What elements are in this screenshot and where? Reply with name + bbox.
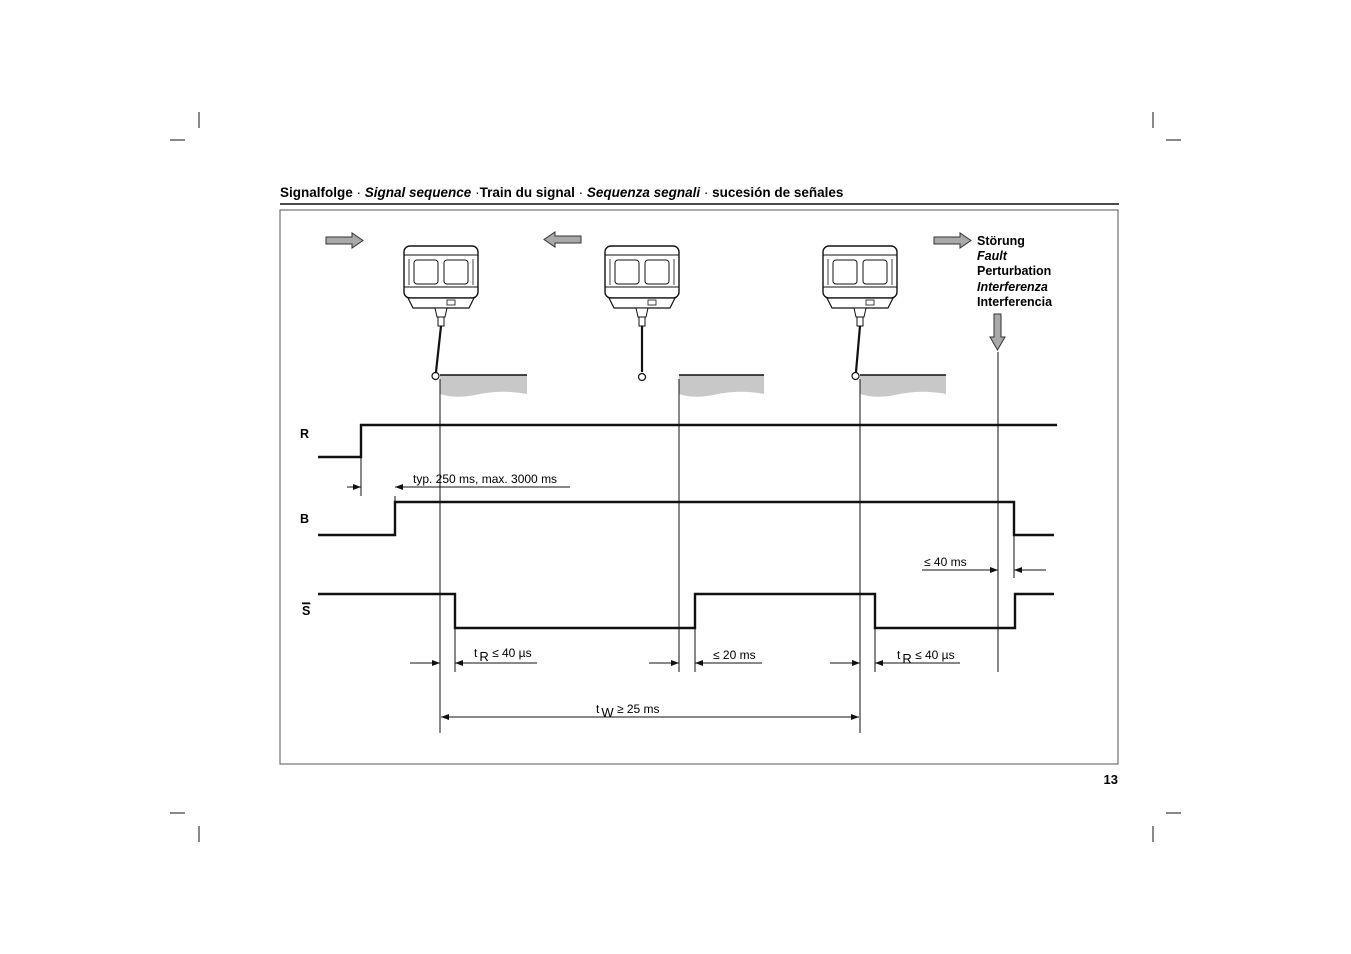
header-fr: Train du signal: [480, 185, 575, 200]
fault-label-de: Störung: [977, 234, 1025, 248]
tw-value: ≥ 25 ms: [614, 702, 660, 716]
tr-value: ≤ 40 µs: [489, 646, 532, 660]
probe-icon: [403, 245, 479, 381]
timing-ticks: [360, 457, 1015, 672]
tw-prefix: t: [596, 702, 600, 716]
signal-label-b: B: [300, 512, 309, 526]
page-header: Signalfolge · Signal sequence ·Train du …: [280, 185, 843, 200]
reset-delay-label: ≤ 20 ms: [713, 648, 756, 662]
left-arrow-icon: [543, 231, 582, 248]
workpiece: [860, 374, 946, 397]
crop-marks: [170, 112, 1181, 842]
header-sep: ·: [471, 185, 479, 200]
tr-prefix: t: [474, 646, 478, 660]
header-it: Sequenza segnali: [587, 185, 701, 200]
waveform-s: [318, 592, 1054, 630]
fault-label-fr: Perturbation: [977, 264, 1051, 278]
tr-sub: R: [479, 649, 488, 664]
fault-delay-label: ≤ 40 ms: [924, 555, 967, 569]
header-sep: ·: [353, 185, 365, 200]
waveform-r: [318, 423, 1057, 459]
right-arrow-icon: [933, 232, 972, 249]
tr-sub: R: [902, 651, 911, 666]
header-de: Signalfolge: [280, 185, 353, 200]
workpiece: [440, 374, 527, 397]
down-arrow-icon: [989, 313, 1006, 352]
header-es: sucesión de señales: [712, 185, 843, 200]
fault-legend: Störung Fault Perturbation Interferenza …: [977, 234, 1053, 309]
diagram-frame: [279, 209, 1119, 765]
workpiece: [679, 374, 764, 397]
fault-label-en: Fault: [977, 249, 1008, 263]
header-en: Signal sequence: [365, 185, 472, 200]
tr-value: ≤ 40 µs: [912, 648, 955, 662]
page-number: 13: [1104, 772, 1118, 787]
right-arrow-icon: [325, 232, 364, 249]
header-sep: ·: [575, 185, 587, 200]
waveform-b: [318, 500, 1054, 537]
fault-label-es: Interferencia: [977, 295, 1053, 309]
signal-label-r: R: [300, 427, 309, 441]
probe-icon: [604, 245, 680, 382]
signal-label-s: S: [302, 604, 310, 618]
fault-label-it: Interferenza: [977, 280, 1048, 294]
header-sep: ·: [700, 185, 712, 200]
tr-prefix: t: [897, 648, 901, 662]
typ-delay-label: typ. 250 ms, max. 3000 ms: [413, 472, 557, 486]
reference-lines: [439, 352, 999, 733]
probe-icon: [822, 245, 898, 381]
tw-sub: W: [601, 705, 614, 720]
